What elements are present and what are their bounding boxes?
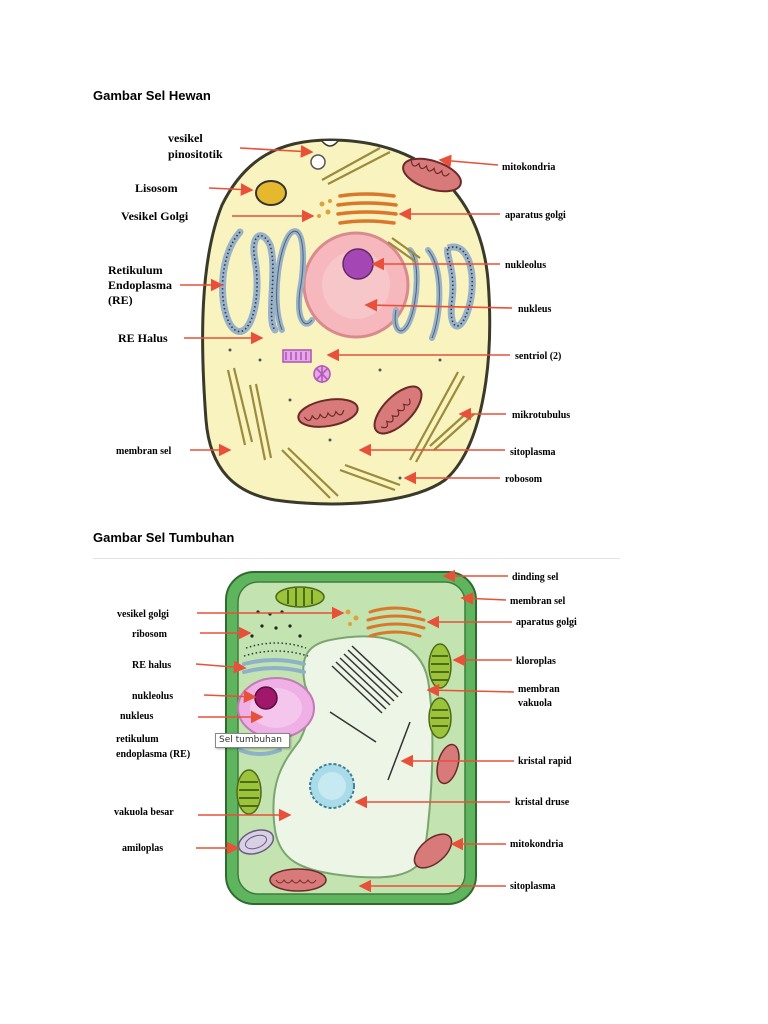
pinocytotic-vesicle xyxy=(310,154,326,170)
label-re-halus: RE halus xyxy=(132,660,171,671)
label-nukleolus: nukleolus xyxy=(505,260,546,271)
mitochondrion xyxy=(413,833,453,869)
raphide-crystals xyxy=(329,645,411,781)
chloroplast xyxy=(428,643,452,689)
label-nukleolus: nukleolus xyxy=(132,691,173,702)
chloroplast xyxy=(428,697,452,739)
label-robosom: robosom xyxy=(505,474,543,485)
label-vesikel-pinositotik-2: pinositotik xyxy=(168,147,223,161)
label-nukleus: nukleus xyxy=(518,304,551,315)
lysosome xyxy=(255,180,287,206)
label-membran-sel: membran sel xyxy=(116,446,171,457)
label-membran-vakuola-2: vakuola xyxy=(518,698,552,709)
chloroplast xyxy=(236,769,262,815)
label-vakuola-besar: vakuola besar xyxy=(114,807,174,818)
animal-cell-heading: Gambar Sel Hewan xyxy=(93,88,211,103)
druse-crystal xyxy=(309,763,355,809)
microtubules xyxy=(226,147,475,499)
golgi-apparatus xyxy=(366,606,426,638)
mitochondrion xyxy=(269,868,327,892)
free-ribosomes xyxy=(228,348,442,480)
nucleolus xyxy=(342,248,374,280)
label-vesikel-pinositotik: vesikel xyxy=(168,131,203,145)
label-kristal-druse: kristal druse xyxy=(515,797,570,808)
tooltip: Sel tumbuhan xyxy=(215,733,290,748)
section-divider xyxy=(93,558,620,559)
label-re-1: retikulum xyxy=(116,734,159,745)
mitochondrion xyxy=(373,385,423,435)
label-membran-sel: membran sel xyxy=(510,596,565,607)
nucleolus xyxy=(254,686,278,710)
label-mitokondria: mitokondria xyxy=(502,162,555,173)
centriole xyxy=(282,349,331,383)
golgi-apparatus xyxy=(336,192,398,225)
label-kloroplas: kloroplas xyxy=(516,656,556,667)
label-aparatus-golgi: aparatus golgi xyxy=(505,210,566,221)
plant-pointer-arrows xyxy=(195,569,515,893)
label-membran-vakuola: membran xyxy=(518,684,560,695)
label-re-2: endoplasma (RE) xyxy=(116,749,190,760)
label-ribosom: ribosom xyxy=(132,629,168,640)
label-amiloplas: amiloplas xyxy=(122,843,163,854)
label-sentriol: sentriol (2) xyxy=(515,351,561,362)
golgi-vesicles xyxy=(345,609,359,626)
label-sitoplasma: sitoplasma xyxy=(510,447,556,458)
label-vesikel-golgi: Vesikel Golgi xyxy=(121,209,189,223)
label-re-halus: RE Halus xyxy=(118,331,168,345)
plant-cell: vesikel golgi ribosom RE halus nukleolus… xyxy=(114,569,577,905)
label-kristal-rapid: kristal rapid xyxy=(518,756,572,767)
label-sitoplasma: sitoplasma xyxy=(510,881,556,892)
mitochondrion xyxy=(297,398,359,428)
label-mitokondria: mitokondria xyxy=(510,839,563,850)
label-re-2: Endoplasma xyxy=(108,278,172,292)
golgi-vesicles xyxy=(317,199,332,218)
label-vesikel-golgi: vesikel golgi xyxy=(117,609,169,620)
label-aparatus-golgi: aparatus golgi xyxy=(516,617,577,628)
rough-er-right xyxy=(443,243,476,330)
chloroplast xyxy=(275,586,325,608)
animal-cell: vesikel pinositotik Lisosom Vesikel Golg… xyxy=(108,131,570,506)
label-re-3: (RE) xyxy=(108,293,133,307)
rough-er-left xyxy=(219,228,279,335)
label-nukleus: nukleus xyxy=(120,711,153,722)
label-mikrotubulus: mikrotubulus xyxy=(512,410,570,421)
animal-pointer-arrows xyxy=(180,144,513,485)
label-re-1: Retikulum xyxy=(108,263,163,277)
label-lisosom: Lisosom xyxy=(135,181,178,195)
plant-cell-heading: Gambar Sel Tumbuhan xyxy=(93,530,235,545)
label-dinding-sel: dinding sel xyxy=(512,572,559,583)
rough-er xyxy=(243,642,309,657)
